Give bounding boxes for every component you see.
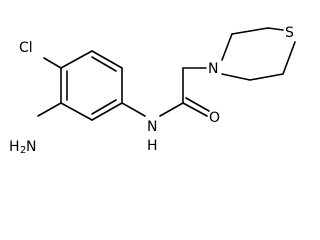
tm-bond-5: [249, 73, 284, 81]
ring-bond-4: [60, 102, 93, 121]
carbonyl-double-bond-2: [185, 97, 210, 112]
benzene-ring: [60, 50, 123, 121]
amide-nh-group: N H: [147, 119, 158, 154]
ring-bond-1: [91, 50, 123, 69]
chlorine-label: Cl: [19, 40, 33, 56]
amine-group: H 2 N: [9, 139, 36, 156]
ring-bond-6: [60, 50, 93, 69]
ring-double-bond-a: [91, 56, 117, 72]
tm-bond-6: [221, 73, 251, 81]
amine-h-label: H: [9, 139, 20, 155]
ring-nitrogen-label: N: [208, 61, 218, 77]
nh-carbonyl-bond: [159, 102, 184, 117]
c-nh2-bond: [37, 102, 62, 117]
carbonyl-double-bond-1: [182, 102, 208, 117]
c-cl-bond: [43, 57, 62, 69]
carbonyl-oxygen-label: O: [209, 110, 220, 126]
amine-subscript-label: 2: [20, 145, 26, 156]
chemical-structure: Cl H 2 N N H O N S: [9, 25, 296, 156]
tm-bond-2: [231, 27, 269, 35]
ring-double-bond-b: [91, 99, 117, 115]
c-nh-bond: [121, 102, 146, 117]
amine-n-label: N: [26, 139, 36, 155]
tm-bond-1: [221, 33, 233, 61]
amide-n-label: N: [147, 119, 157, 135]
ring-sulfur-label: S: [285, 25, 294, 41]
thiomorpholine-ring: [221, 27, 296, 81]
tm-bond-3: [267, 27, 284, 31]
ring-bond-3: [91, 102, 123, 121]
tm-bond-4: [282, 41, 296, 75]
amide-h-label: H: [147, 138, 158, 154]
